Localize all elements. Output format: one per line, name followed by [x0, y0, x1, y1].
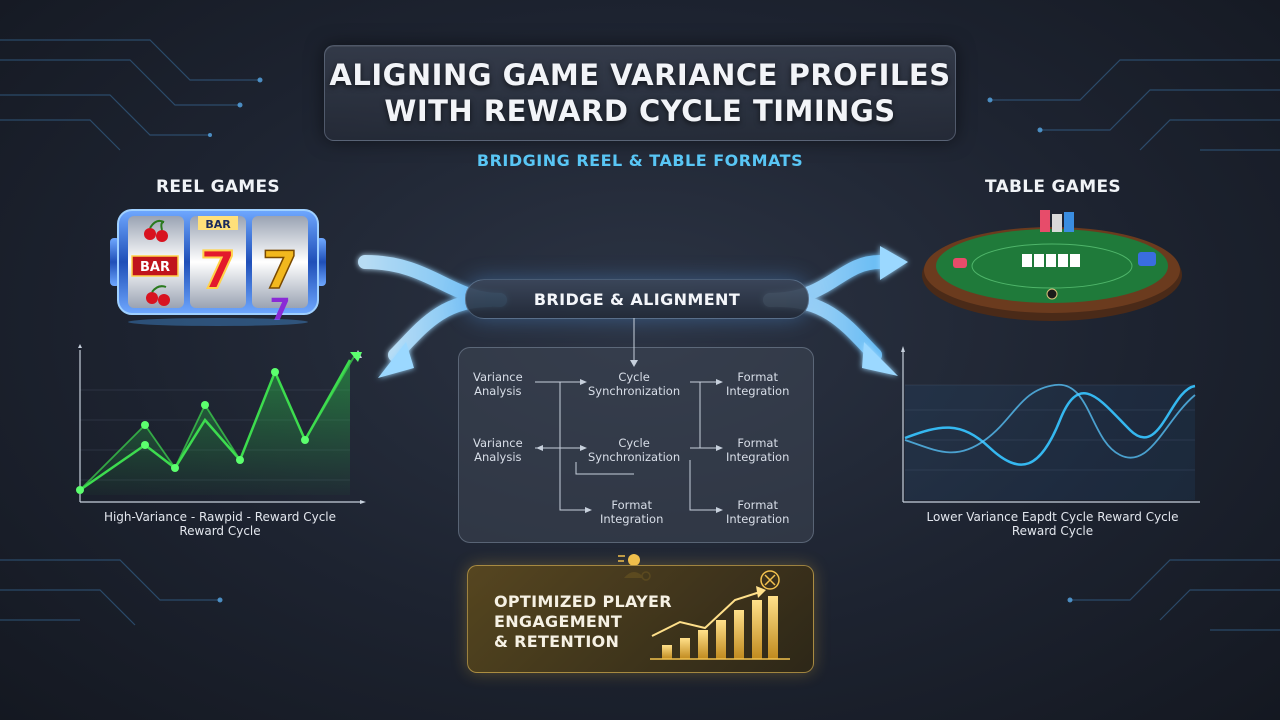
cherry-icon [146, 285, 170, 306]
title-line-2: WITH REWARD CYCLE TIMINGS [384, 94, 896, 128]
chip-stack [953, 210, 1156, 268]
bridge-alignment-pill: BRIDGE & ALIGNMENT [465, 279, 809, 319]
result-line-1: OPTIMIZED PLAYER [494, 592, 672, 611]
title-line-1: ALIGNING GAME VARIANCE PROFILES [329, 58, 951, 92]
bar-symbol: BAR [205, 218, 231, 231]
alignment-flow-panel [458, 347, 814, 543]
reel-chart-caption: High-Variance - Rawpid - Reward Cycle Re… [103, 510, 337, 538]
cherry-icon [144, 219, 168, 242]
seven-symbol: 7 [262, 241, 298, 301]
table-chart-caption: Lower Variance Eapdt Cycle Reward Cycle … [926, 510, 1179, 538]
reel-games-label: REEL GAMES [156, 177, 280, 197]
playing-cards [1022, 254, 1080, 267]
seven-symbol: 7 [270, 293, 291, 328]
target-icon [760, 570, 780, 590]
subtitle: BRIDGING REEL & TABLE FORMATS [476, 151, 804, 170]
result-line-2: ENGAGEMENT [494, 612, 623, 631]
table-games-label: TABLE GAMES [985, 177, 1121, 197]
result-line-3: & RETENTION [494, 632, 620, 651]
title-panel: ALIGNING GAME VARIANCE PROFILES WITH REW… [324, 45, 956, 141]
seven-symbol: 7 [200, 241, 236, 301]
bar-symbol: BAR [140, 260, 170, 275]
bridge-label: BRIDGE & ALIGNMENT [533, 289, 741, 309]
